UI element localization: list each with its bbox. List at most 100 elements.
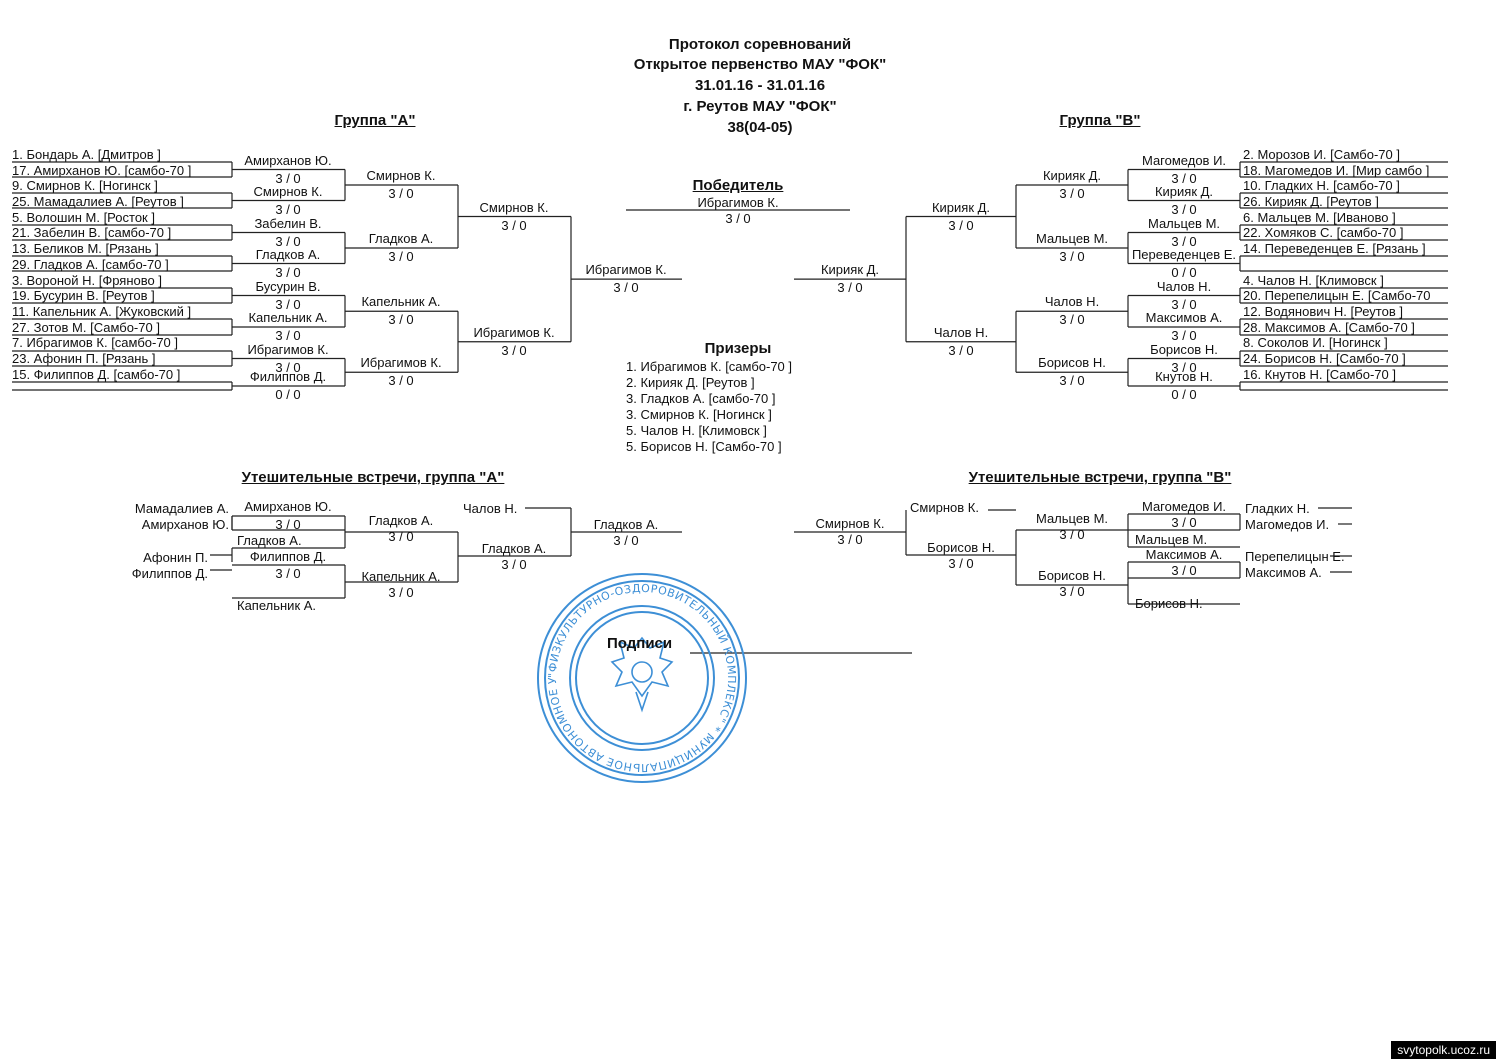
cons-a-left-2: Амирханов Ю.: [141, 517, 229, 532]
cons-a-bye-1: Гладков А.: [237, 533, 302, 548]
winner-name: Ибрагимов К.: [697, 195, 779, 210]
cons-b-bye-2: Борисов Н.: [1135, 596, 1203, 611]
a-r1-score-6: 3 / 0: [275, 328, 301, 343]
b-r3-name-2: Чалов Н.: [933, 324, 989, 340]
seed-a-10: 19. Бусурин В. [Реутов ]: [12, 288, 155, 303]
cons-a-top: Чалов Н.: [463, 501, 518, 516]
seed-a-9: 3. Вороной Н. [Фряново ]: [12, 273, 162, 288]
b-r1-score-1: 3 / 0: [1171, 170, 1197, 186]
a-r1-score-4: 3 / 0: [275, 264, 301, 280]
a-r2-name-4: Ибрагимов К.: [360, 355, 442, 371]
seed-b-6: 22. Хомяков С. [самбо-70 ]: [1243, 225, 1404, 240]
seed-a-13: 7. Ибрагимов К. [самбо-70 ]: [12, 335, 179, 350]
seed-b-11: 28. Максимов А. [Самбо-70 ]: [1243, 320, 1415, 335]
a-r1-name-7: Ибрагимов К.: [247, 341, 329, 357]
b-r1-name-8: Кнутов Н.: [1155, 369, 1213, 384]
doc-event: Открытое первенство МАУ "ФОК": [633, 56, 887, 73]
seed-a-2: 17. Амирханов Ю. [самбо-70 ]: [12, 163, 192, 178]
official-stamp: "ФИЗКУЛЬТУРНО-ОЗДОРОВИТЕЛЬНЫЙ КОМПЛЕКС" …: [532, 568, 747, 783]
a-r3-score-2: 3 / 0: [501, 342, 527, 358]
seed-b-10: 12. Водянович Н. [Реутов ]: [1243, 304, 1403, 319]
doc-title: Протокол соревнований: [668, 36, 852, 53]
a-r1-name-4: Гладков А.: [255, 246, 321, 262]
cons-a-r2-name-2: Капельник А.: [361, 569, 441, 584]
prize-3a: 3. Гладков А. [самбо-70 ]: [626, 391, 776, 406]
b-r1-score-2: 3 / 0: [1171, 201, 1197, 217]
a-r1-name-2: Смирнов К.: [253, 183, 323, 199]
b-r1-score-8: 0 / 0: [1171, 387, 1197, 402]
cons-a-r1-score-2: 3 / 0: [275, 566, 301, 581]
a-r1-score-5: 3 / 0: [275, 296, 301, 312]
cons-a-left-1: Мамадалиев А.: [134, 501, 229, 516]
cons-a-r1-name-1: Амирханов Ю.: [244, 499, 332, 514]
cons-a-r2-score-2: 3 / 0: [388, 585, 414, 600]
a-r1-name-8: Филиппов Д.: [249, 369, 327, 384]
consolation-a-title: Утешительные встречи, группа "А": [241, 469, 505, 486]
a-r1-score-3: 3 / 0: [275, 233, 301, 249]
seed-b-4: 26. Кирияк Д. [Реутов ]: [1243, 194, 1379, 209]
a-r1-score-2: 3 / 0: [275, 201, 301, 217]
b-r1-name-4: Переведенцев Е.: [1131, 246, 1237, 262]
cons-a-final-name: Гладков А.: [593, 517, 659, 532]
seed-a-8: 29. Гладков А. [самбо-70 ]: [12, 257, 169, 272]
seed-b-9: 20. Перепелицын Е. [Самбо-70: [1243, 288, 1431, 303]
prize-5b: 5. Борисов Н. [Самбо-70 ]: [626, 439, 782, 454]
cons-a-r1-name-2: Филиппов Д.: [249, 549, 327, 564]
b-r2-name-3: Чалов Н.: [1044, 294, 1100, 310]
winner-title: Победитель: [692, 177, 784, 194]
seed-a-12: 27. Зотов М. [Самбо-70 ]: [12, 320, 160, 335]
seed-a-4: 25. Мамадалиев А. [Реутов ]: [12, 194, 184, 209]
a-r3-score-1: 3 / 0: [501, 217, 527, 233]
a-r1-score-8: 0 / 0: [275, 387, 301, 402]
cons-a-r3-name: Гладков А.: [481, 541, 547, 556]
a-r2-score-2: 3 / 0: [388, 249, 414, 264]
a-r1-name-3: Забелин В.: [254, 215, 322, 231]
seed-a-14: 23. Афонин П. [Рязань ]: [12, 351, 156, 366]
a-r2-score-4: 3 / 0: [388, 373, 414, 389]
seed-b-2: 18. Магомедов И. [Мир самбо ]: [1243, 163, 1430, 178]
cons-b-r2-score-1: 3 / 0: [1059, 527, 1085, 542]
b-final-name: Кирияк Д.: [820, 262, 880, 278]
a-final-score: 3 / 0: [613, 280, 639, 296]
cons-b-final-score: 3 / 0: [837, 532, 863, 547]
b-r1-score-3: 3 / 0: [1171, 233, 1197, 249]
signature-label: Подписи: [607, 635, 673, 652]
b-r2-score-2: 3 / 0: [1059, 249, 1085, 264]
cons-b-r3-score: 3 / 0: [948, 556, 974, 571]
cons-b-r1-score-1: 3 / 0: [1171, 515, 1197, 530]
cons-b-final-name: Смирнов К.: [815, 516, 885, 531]
seed-a-7: 13. Беликов М. [Рязань ]: [12, 241, 159, 256]
b-final-score: 3 / 0: [837, 280, 863, 296]
cons-a-r3-score: 3 / 0: [501, 557, 527, 572]
prize-2: 2. Кирияк Д. [Реутов ]: [626, 375, 755, 390]
b-r2-score-1: 3 / 0: [1059, 186, 1085, 201]
cons-b-right-4: Максимов А.: [1245, 565, 1322, 580]
b-r2-score-4: 3 / 0: [1059, 373, 1085, 389]
cons-b-bye-1: Мальцев М.: [1135, 532, 1208, 547]
seed-a-15: 15. Филиппов Д. [самбо-70 ]: [12, 367, 181, 382]
b-r1-name-1: Магомедов И.: [1141, 152, 1227, 168]
cons-a-left-4: Филиппов Д.: [131, 566, 208, 581]
cons-b-top: Смирнов К.: [910, 500, 979, 515]
cons-b-r1-score-2: 3 / 0: [1171, 563, 1197, 578]
a-r2-score-3: 3 / 0: [388, 312, 414, 328]
seed-a-11: 11. Капельник А. [Жуковский ]: [12, 304, 192, 319]
a-r2-name-1: Смирнов К.: [366, 168, 436, 183]
seed-b-3: 10. Гладких Н. [самбо-70 ]: [1243, 178, 1400, 193]
b-r1-name-3: Мальцев М.: [1147, 215, 1221, 231]
prize-3b: 3. Смирнов К. [Ногинск ]: [626, 407, 772, 422]
b-r3-name-1: Кирияк Д.: [931, 199, 991, 215]
prize-5a: 5. Чалов Н. [Климовск ]: [626, 423, 767, 438]
a-r1-name-6: Капельник А.: [248, 310, 328, 325]
doc-dates: 31.01.16 - 31.01.16: [694, 77, 826, 94]
consolation-b-title: Утешительные встречи, группа "В": [968, 469, 1232, 486]
seed-a-5: 5. Волошин М. [Росток ]: [12, 210, 155, 225]
b-r3-score-2: 3 / 0: [948, 342, 974, 358]
b-r1-score-7: 3 / 0: [1171, 359, 1197, 375]
a-r2-name-3: Капельник А.: [361, 294, 441, 310]
seed-a-6: 21. Забелин В. [самбо-70 ]: [12, 225, 172, 240]
cons-a-bye-2: Капельник А.: [237, 598, 317, 613]
b-r3-score-1: 3 / 0: [948, 217, 974, 233]
